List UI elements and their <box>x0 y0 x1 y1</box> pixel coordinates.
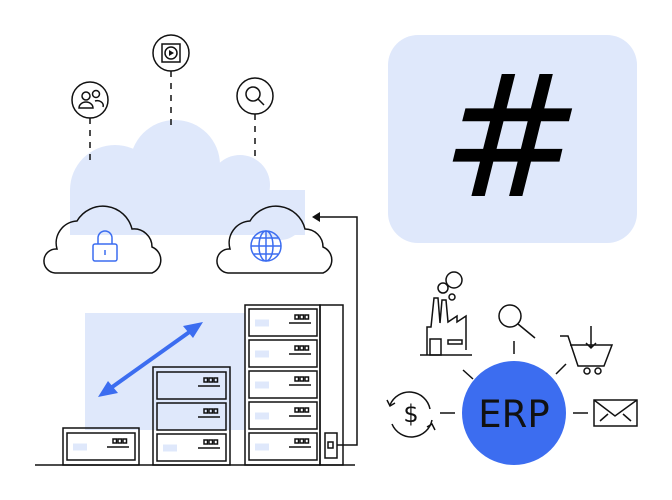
mail-icon <box>593 399 638 427</box>
connector-line <box>315 216 358 446</box>
globe-icon <box>250 230 282 262</box>
port-icon <box>327 441 334 449</box>
server-icon <box>156 433 227 462</box>
dollar-symbol: $ <box>403 400 418 428</box>
globe-cloud <box>216 205 333 274</box>
server-icon <box>248 401 318 430</box>
dollar-cycle-icon <box>386 391 436 438</box>
server-icon <box>248 432 318 461</box>
server-icon <box>248 370 318 399</box>
lock-cloud <box>43 205 162 274</box>
server-icon <box>248 339 318 368</box>
users-icon <box>71 81 109 119</box>
server-icon <box>156 371 227 400</box>
arrow-head-icon <box>312 212 320 222</box>
server-room <box>35 212 358 466</box>
server-icon <box>248 308 318 337</box>
hash-symbol: # <box>441 39 583 237</box>
double-arrow-icon <box>98 322 203 397</box>
server-icon <box>66 432 136 461</box>
server-rack-small <box>62 427 140 466</box>
rack-side-panel <box>319 304 344 466</box>
erp-circle <box>462 361 566 465</box>
cloud-network <box>43 34 333 274</box>
cart-icon <box>560 326 614 375</box>
server-icon <box>156 402 227 431</box>
erp-label: ERP <box>478 393 549 436</box>
server-racks <box>62 304 344 466</box>
play-icon <box>152 34 190 72</box>
erp-hub: ERP $ <box>386 271 638 465</box>
hub-connectors <box>440 341 588 414</box>
lock-icon <box>92 230 118 262</box>
search-icon <box>236 77 274 115</box>
hash-card: # <box>388 35 637 243</box>
rack-port <box>324 432 338 459</box>
factory-icon <box>420 271 472 356</box>
server-rack-medium <box>152 366 231 466</box>
magnifier-icon <box>498 304 536 339</box>
big-cloud <box>70 120 305 240</box>
